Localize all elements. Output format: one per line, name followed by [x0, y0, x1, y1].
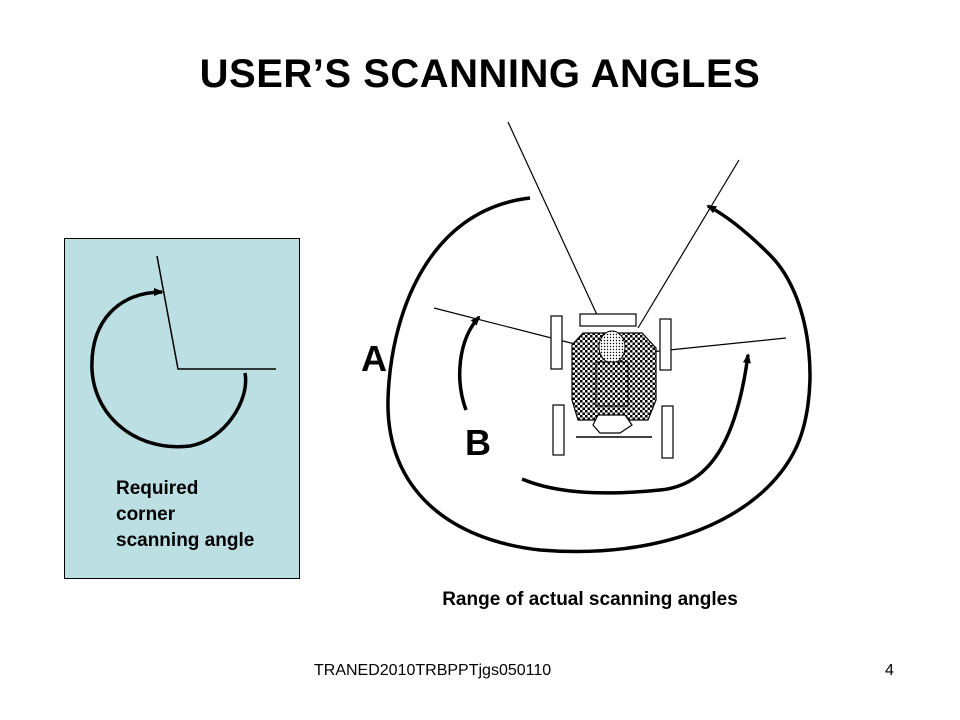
page-number: 4 [885, 662, 894, 679]
inner-bottom-arc [521, 353, 751, 495]
sight-line-left-upper [507, 121, 599, 318]
slide-title: USER’S SCANNING ANGLES [199, 52, 761, 96]
driver-head [598, 330, 626, 364]
required-angle-arc [90, 288, 248, 449]
wheel-front-right [659, 318, 672, 371]
outer-scanning-arc [386, 196, 812, 554]
wheel-rear-right [661, 405, 674, 459]
driver-torso [595, 361, 629, 407]
zone-label-a: A [361, 338, 387, 379]
panel-label: Required corner scanning angle [116, 476, 306, 554]
wheel-front-left [550, 315, 563, 370]
panel-label-line: Required [116, 478, 199, 499]
slide-footer: TRANED2010TRBPPTjgs050110 [314, 662, 552, 679]
corner-angle-lines [156, 255, 276, 370]
panel-label-line: corner [116, 504, 176, 525]
vehicle-top-view [550, 313, 674, 459]
wheel-rear-left [552, 404, 565, 456]
panel-label-line: scanning angle [116, 530, 255, 551]
vehicle-rear-cap [592, 414, 633, 434]
corner-angle-panel [64, 238, 300, 579]
sight-line-right-upper [637, 159, 740, 329]
vehicle-front-bar [579, 313, 637, 327]
inner-left-arc [457, 315, 481, 411]
zone-label-b: B [465, 422, 491, 463]
diagram-caption: Range of actual scanning angles [442, 589, 738, 610]
